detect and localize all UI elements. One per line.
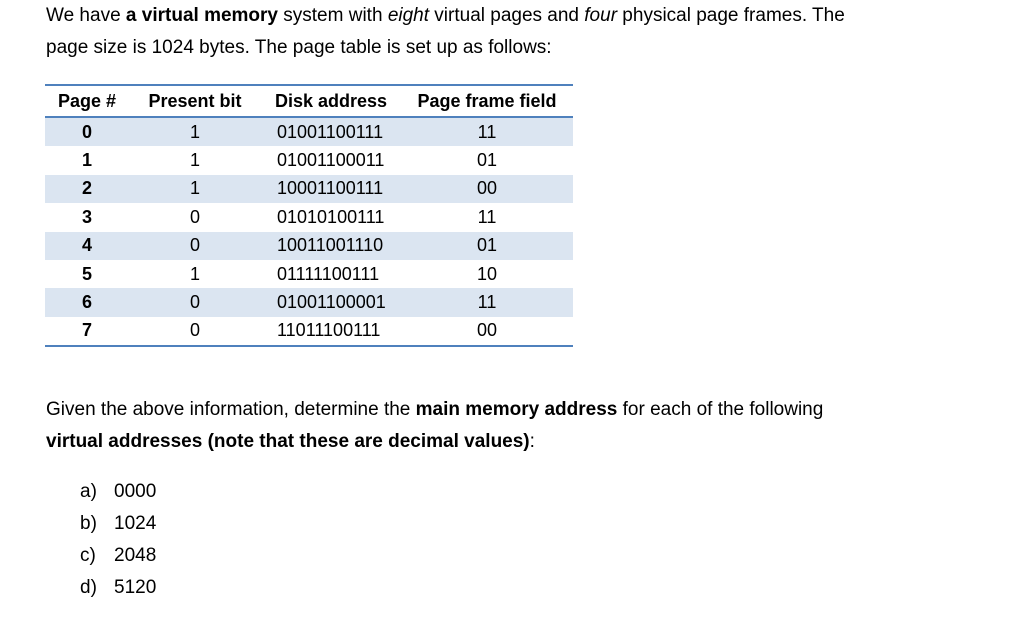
list-item-value: 5120 bbox=[114, 577, 157, 598]
question-text-3: : bbox=[529, 431, 535, 452]
intro-bold-virtual-memory: a virtual memory bbox=[125, 5, 278, 26]
header-row: Page # Present bit Disk address Page fra… bbox=[45, 84, 573, 118]
question-text-2: for each of the following bbox=[617, 399, 824, 420]
cell-page-frame-field: 01 bbox=[476, 150, 498, 171]
header-page-frame-field: Page frame field bbox=[401, 84, 573, 118]
cell-disk-address: 01111100111 bbox=[277, 263, 380, 284]
cell-present-bit: 1 bbox=[129, 174, 261, 204]
list-item-letter: b) bbox=[80, 513, 97, 534]
cell-disk-address: 01001100001 bbox=[261, 288, 401, 317]
table-row: 2 1 10001100111 00 bbox=[45, 174, 573, 204]
table-row: 6 0 01001100001 11 bbox=[45, 288, 573, 317]
intro-line-1: We have a virtual memory system with eig… bbox=[46, 0, 845, 32]
cell-present-bit: 1 bbox=[189, 263, 200, 284]
cell-disk-address: 10001100111 bbox=[261, 174, 401, 204]
table-row: 1 1 01001100011 01 bbox=[45, 146, 573, 174]
list-item: d) 5120 bbox=[80, 572, 156, 604]
intro-text-1: We have bbox=[46, 5, 126, 26]
cell-present-bit: 1 bbox=[189, 150, 200, 171]
table-row: 0 1 01001100111 11 bbox=[45, 117, 573, 147]
header-present-bit: Present bit bbox=[129, 84, 261, 118]
list-item-letter: a) bbox=[80, 481, 97, 502]
cell-present-bit: 0 bbox=[189, 206, 200, 227]
cell-present-bit: 0 bbox=[129, 288, 261, 317]
page-table-header: Page # Present bit Disk address Page fra… bbox=[45, 84, 573, 118]
cell-page-frame-field: 11 bbox=[401, 288, 573, 317]
header-page-number: Page # bbox=[45, 84, 129, 118]
intro-paragraph: We have a virtual memory system with eig… bbox=[46, 0, 845, 64]
table-row: 5 1 01111100111 10 bbox=[45, 260, 573, 288]
list-item: b) 1024 bbox=[80, 508, 156, 540]
header-disk-address: Disk address bbox=[261, 84, 401, 118]
question-line-1: Given the above information, determine t… bbox=[46, 394, 823, 426]
cell-page-frame-field: 00 bbox=[401, 316, 573, 348]
table-row: 3 0 01010100111 11 bbox=[45, 203, 573, 231]
intro-text-3: virtual pages and bbox=[429, 5, 585, 26]
intro-text-2: system with bbox=[278, 5, 388, 26]
cell-page-number: 2 bbox=[45, 174, 129, 204]
question-text-1: Given the above information, determine t… bbox=[46, 399, 416, 420]
cell-page-frame-field: 11 bbox=[401, 117, 573, 147]
cell-disk-address: 01001100011 bbox=[277, 150, 385, 171]
cell-page-number: 7 bbox=[45, 316, 129, 348]
cell-page-number: 6 bbox=[45, 288, 129, 317]
table-row: 7 0 11011100111 00 bbox=[45, 316, 573, 348]
intro-text-4: physical page frames. The bbox=[617, 5, 845, 26]
cell-disk-address: 10011001110 bbox=[261, 231, 401, 260]
page-table-body: 0 1 01001100111 11 1 1 01001100011 01 2 … bbox=[45, 117, 573, 348]
question-bold-virtual-addresses: virtual addresses (note that these are d… bbox=[46, 431, 530, 452]
cell-page-frame-field: 01 bbox=[401, 231, 573, 260]
question-line-2: virtual addresses (note that these are d… bbox=[46, 426, 823, 458]
cell-page-frame-field: 00 bbox=[401, 174, 573, 204]
cell-present-bit: 0 bbox=[129, 231, 261, 260]
list-item: c) 2048 bbox=[80, 540, 156, 572]
question-bold-main-memory-address: main memory address bbox=[415, 399, 618, 420]
cell-disk-address: 11011100111 bbox=[261, 316, 401, 348]
question-paragraph: Given the above information, determine t… bbox=[46, 394, 823, 458]
address-list: a) 0000 b) 1024 c) 2048 d) 5120 bbox=[80, 476, 156, 604]
page-table: Page # Present bit Disk address Page fra… bbox=[45, 84, 573, 348]
cell-present-bit: 1 bbox=[129, 117, 261, 147]
list-item-letter: c) bbox=[80, 545, 96, 566]
cell-page-number: 5 bbox=[81, 263, 92, 284]
cell-page-number: 0 bbox=[45, 117, 129, 147]
cell-disk-address: 01001100111 bbox=[261, 117, 401, 147]
list-item-letter: d) bbox=[80, 577, 97, 598]
cell-page-number: 1 bbox=[81, 150, 92, 171]
intro-italic-four: four bbox=[584, 5, 618, 26]
cell-page-number: 4 bbox=[45, 231, 129, 260]
table-row: 4 0 10011001110 01 bbox=[45, 231, 573, 260]
cell-present-bit: 0 bbox=[129, 316, 261, 348]
cell-page-frame-field: 11 bbox=[477, 206, 497, 227]
intro-italic-eight: eight bbox=[387, 5, 430, 26]
list-item-value: 0000 bbox=[114, 481, 157, 502]
cell-page-number: 3 bbox=[81, 206, 92, 227]
cell-disk-address: 01010100111 bbox=[277, 206, 385, 227]
list-item-value: 2048 bbox=[114, 545, 157, 566]
list-item-value: 1024 bbox=[114, 513, 157, 534]
intro-line-2: page size is 1024 bytes. The page table … bbox=[46, 37, 552, 58]
cell-page-frame-field: 10 bbox=[476, 263, 498, 284]
list-item: a) 0000 bbox=[80, 476, 156, 508]
